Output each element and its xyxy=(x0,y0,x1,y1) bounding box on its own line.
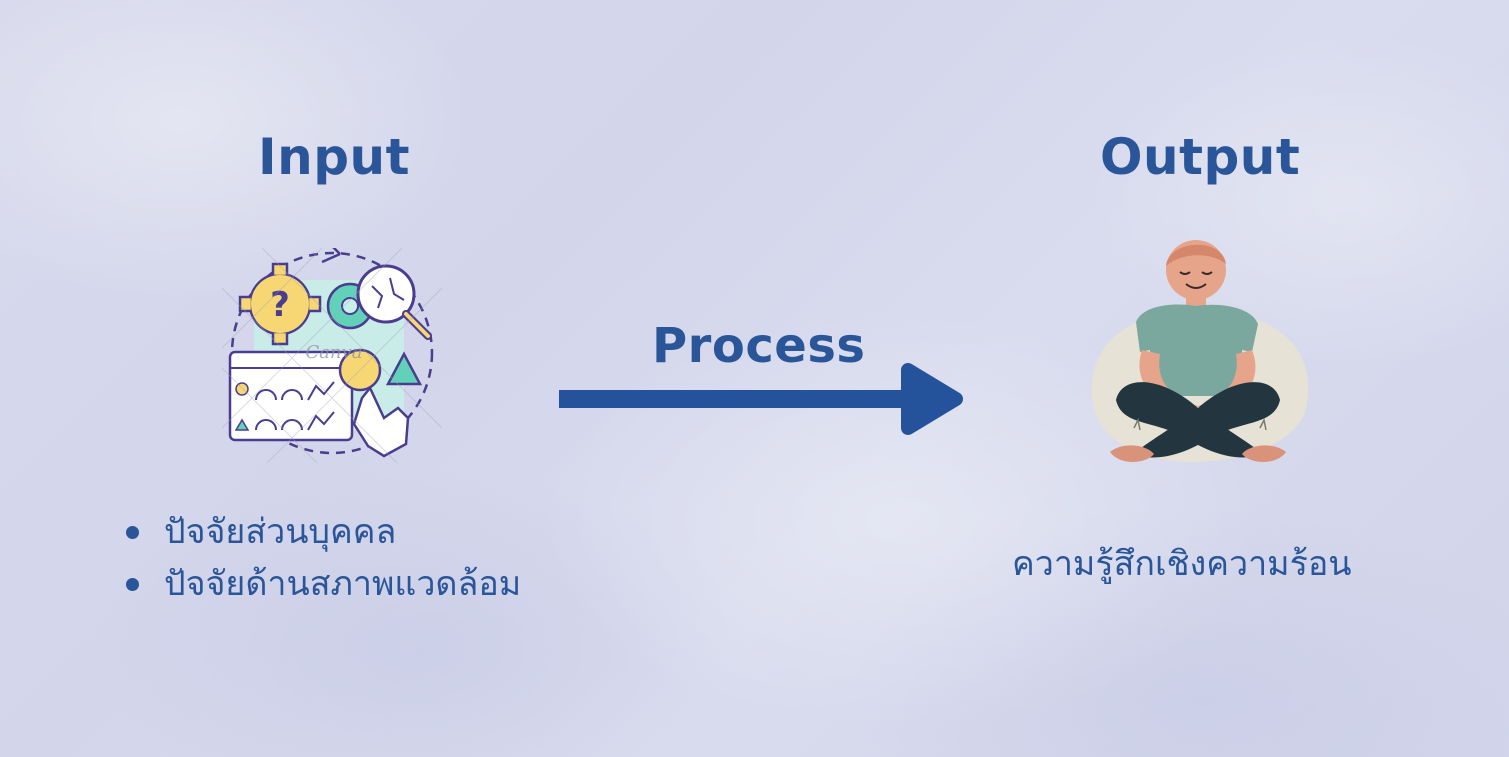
list-item: ปัจจัยส่วนบุคคล xyxy=(122,506,521,558)
list-item: ปัจจัยด้านสภาพแวดล้อม xyxy=(122,558,521,610)
data-analysis-icon: ? xyxy=(222,248,442,463)
output-description: ความรู้สึกเชิงความร้อน xyxy=(1012,544,1352,584)
svg-text:?: ? xyxy=(270,285,290,325)
bullet-icon xyxy=(126,578,139,591)
meditating-person-icon xyxy=(1091,240,1309,462)
process-heading: Process xyxy=(652,318,866,374)
input-factor-list: ปัจจัยส่วนบุคคล ปัจจัยด้านสภาพแวดล้อม xyxy=(122,506,521,610)
list-item-label: ปัจจัยด้านสภาพแวดล้อม xyxy=(164,564,522,604)
output-heading: Output xyxy=(1100,128,1301,186)
bullet-icon xyxy=(126,526,139,539)
list-item-label: ปัจจัยส่วนบุคคล xyxy=(164,512,397,552)
canva-watermark: Canva xyxy=(306,342,363,363)
right-arrow-icon xyxy=(559,363,963,435)
input-heading: Input xyxy=(258,128,410,186)
